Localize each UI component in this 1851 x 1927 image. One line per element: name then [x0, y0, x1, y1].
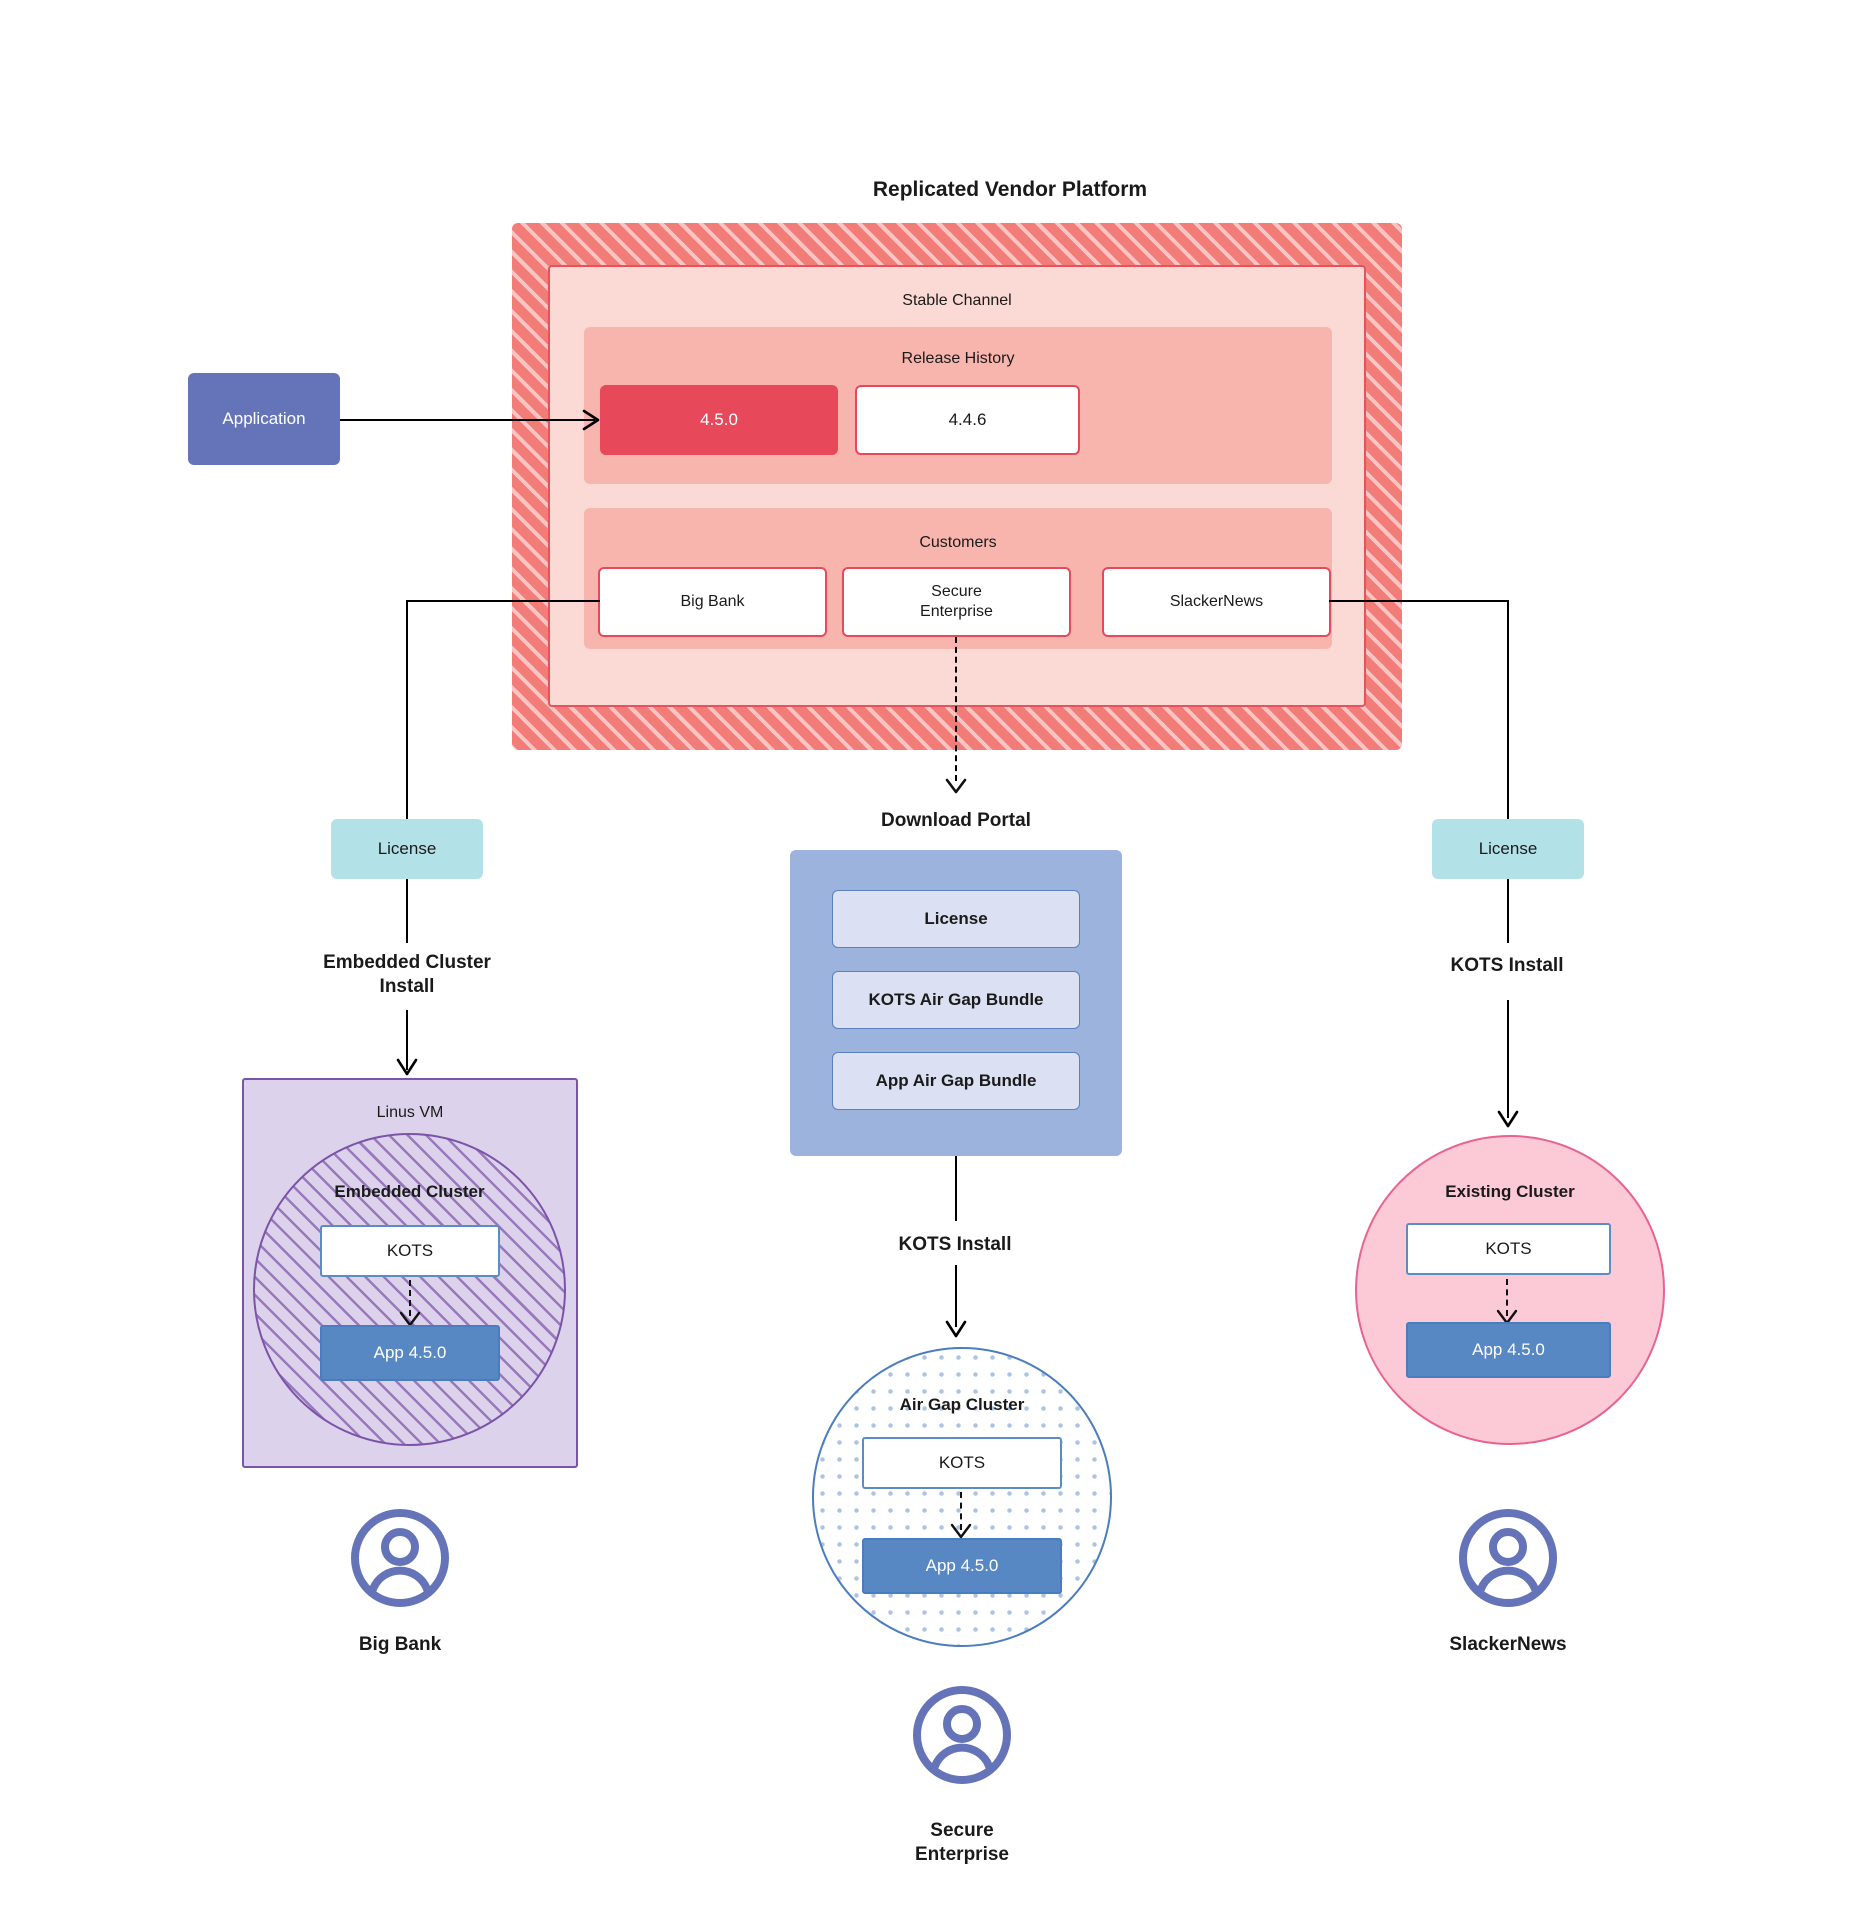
download-portal-title: Download Portal — [881, 810, 1031, 832]
air-gap-cluster-label: Air Gap Cluster — [899, 1395, 1025, 1415]
embedded-cluster-install-label: Embedded Cluster Install — [323, 952, 491, 997]
big-bank-avatar-icon — [351, 1509, 449, 1607]
kots-install-center-label: KOTS Install — [898, 1234, 1012, 1256]
big-bank-customer-label: Big Bank — [358, 1634, 442, 1656]
license-chip-left[interactable]: License — [331, 819, 483, 879]
license-left-to-install-line — [406, 879, 408, 943]
embedded-cluster-circle — [253, 1133, 566, 1446]
left-app-version-box: App 4.5.0 — [320, 1325, 500, 1381]
application-box[interactable]: Application — [188, 373, 340, 465]
slackernews-connector-vertical — [1507, 600, 1509, 822]
slackernews-customer-label: SlackerNews — [1449, 1634, 1567, 1656]
portal-to-kots-install-line — [955, 1156, 957, 1221]
license-chip-right[interactable]: License — [1432, 819, 1584, 879]
right-kots-box: KOTS — [1406, 1223, 1611, 1275]
secure-enterprise-to-portal-dash — [955, 637, 957, 781]
right-kots-to-app-dash — [1506, 1279, 1508, 1316]
bigbank-connector-horizontal — [406, 600, 600, 602]
customer-box-big-bank[interactable]: Big Bank — [598, 567, 827, 637]
release-box-4-4-6[interactable]: 4.4.6 — [855, 385, 1080, 455]
stable-channel-label: Stable Channel — [902, 292, 1012, 309]
slackernews-avatar-icon — [1459, 1509, 1557, 1607]
secure-enterprise-avatar-icon — [913, 1686, 1011, 1784]
air-gap-cluster-circle — [812, 1347, 1112, 1647]
kots-install-right-arrow-line — [1507, 1000, 1509, 1118]
portal-item-kots-air-gap-bundle[interactable]: KOTS Air Gap Bundle — [832, 971, 1080, 1029]
embedded-install-arrow-head — [396, 1058, 418, 1076]
center-kots-to-app-dash — [960, 1492, 962, 1530]
left-kots-to-app-dash — [409, 1280, 411, 1316]
release-box-4-5-0[interactable]: 4.5.0 — [600, 385, 838, 455]
customer-box-slackernews[interactable]: SlackerNews — [1102, 567, 1331, 637]
page-title: Replicated Vendor Platform — [872, 177, 1148, 201]
slackernews-connector-horizontal — [1329, 600, 1509, 602]
kots-install-right-arrow-head — [1497, 1110, 1519, 1128]
bigbank-connector-vertical — [406, 600, 408, 822]
portal-item-app-air-gap-bundle[interactable]: App Air Gap Bundle — [832, 1052, 1080, 1110]
license-right-to-install-line — [1507, 879, 1509, 943]
portal-item-license[interactable]: License — [832, 890, 1080, 948]
application-arrow-head — [582, 409, 600, 431]
linux-vm-label: Linus VM — [376, 1104, 444, 1121]
kots-install-right-label: KOTS Install — [1450, 955, 1564, 977]
secure-enterprise-customer-label: Secure Enterprise — [915, 1820, 1009, 1865]
existing-cluster-circle — [1355, 1135, 1665, 1445]
existing-cluster-label: Existing Cluster — [1445, 1182, 1575, 1202]
embedded-cluster-label: Embedded Cluster — [334, 1182, 485, 1202]
portal-arrow-head — [945, 778, 967, 794]
customers-label: Customers — [919, 534, 997, 551]
center-kots-to-app-arrow-head — [950, 1523, 972, 1539]
center-app-version-box: App 4.5.0 — [862, 1538, 1062, 1594]
right-app-version-box: App 4.5.0 — [1406, 1322, 1611, 1378]
customer-box-secure-enterprise[interactable]: Secure Enterprise — [842, 567, 1071, 637]
release-history-label: Release History — [901, 350, 1015, 367]
kots-install-center-arrow-head — [945, 1320, 967, 1338]
center-kots-box: KOTS — [862, 1437, 1062, 1489]
left-kots-box: KOTS — [320, 1225, 500, 1277]
embedded-install-arrow-line — [406, 1010, 408, 1070]
kots-install-center-arrow-line — [955, 1265, 957, 1327]
application-to-release-line — [340, 419, 595, 421]
